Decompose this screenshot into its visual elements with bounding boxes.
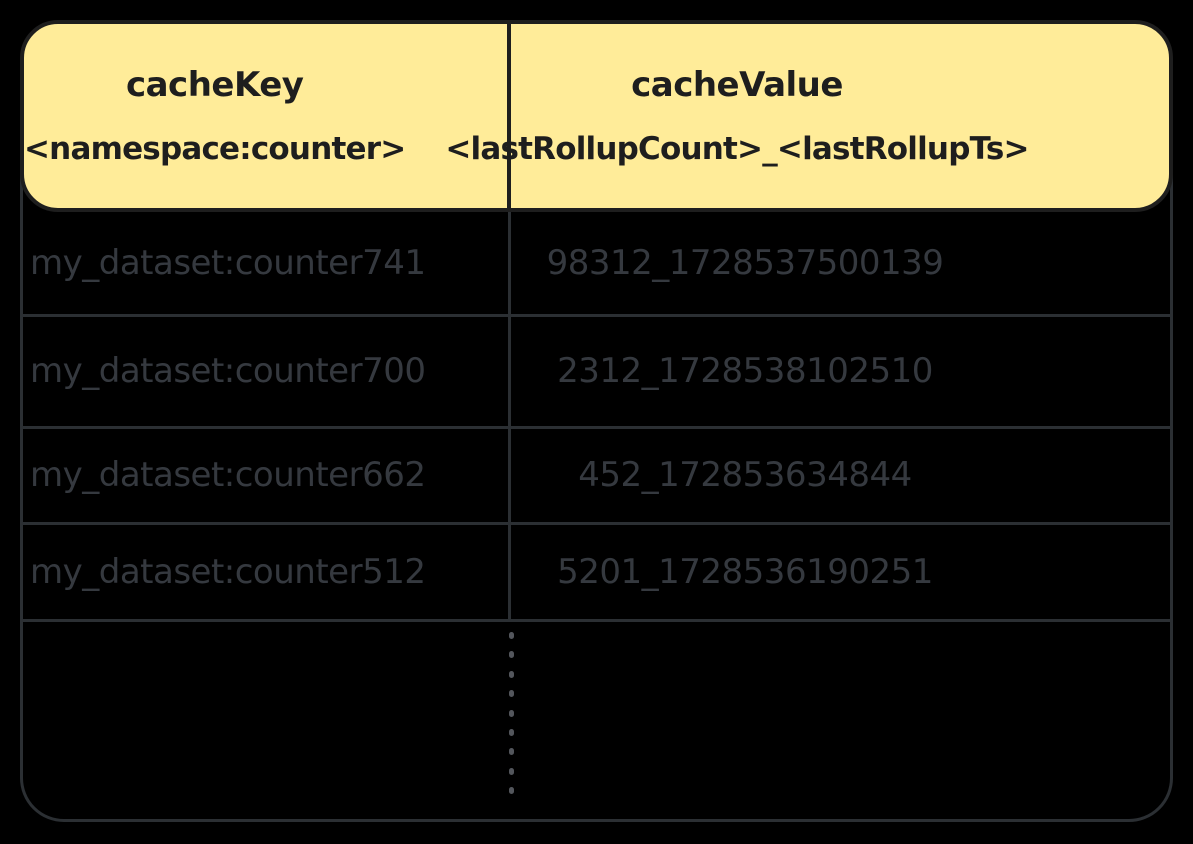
ellipsis-dot bbox=[508, 787, 514, 794]
row-value-cell: 5201_1728536190251 bbox=[557, 551, 933, 592]
row-value-cell: 98312_1728537500139 bbox=[546, 242, 944, 283]
ellipsis-dot bbox=[508, 709, 514, 717]
table-row: my_dataset:counter662 452_172853634844 bbox=[23, 429, 1170, 525]
header-cell-cachekey: cacheKey <namespace:counter> bbox=[24, 24, 445, 208]
table-row: my_dataset:counter512 5201_1728536190251 bbox=[23, 525, 1170, 622]
row-key-cell: my_dataset:counter512 bbox=[30, 551, 426, 592]
header-cell-cachevalue: cacheValue <lastRollupCount>_<lastRollup… bbox=[445, 24, 1193, 208]
ellipsis-dot bbox=[508, 690, 514, 698]
body-column-divider bbox=[508, 212, 511, 622]
row-value-cell: 452_172853634844 bbox=[578, 455, 912, 496]
cache-table-body: my_dataset:counter741 98312_172853750013… bbox=[23, 212, 1170, 622]
row-key-cell: my_dataset:counter662 bbox=[30, 455, 426, 496]
ellipsis-dot bbox=[508, 651, 514, 659]
ellipsis-dot bbox=[508, 728, 514, 736]
column-title-cachevalue: cacheValue bbox=[631, 65, 843, 105]
table-row: my_dataset:counter741 98312_172853750013… bbox=[23, 212, 1170, 317]
header-column-divider bbox=[507, 22, 511, 210]
row-value-cell: 2312_1728538102510 bbox=[557, 351, 933, 392]
column-title-cachekey: cacheKey bbox=[125, 65, 304, 105]
row-key-cell: my_dataset:counter741 bbox=[30, 242, 426, 283]
ellipsis-dot bbox=[508, 670, 514, 678]
row-key-cell: my_dataset:counter700 bbox=[30, 351, 426, 392]
ellipsis-dot bbox=[508, 767, 514, 775]
column-subtitle-cachevalue: <lastRollupCount>_<lastRollupTs> bbox=[445, 131, 1029, 167]
cache-table-header: cacheKey <namespace:counter> cacheValue … bbox=[20, 20, 1173, 212]
table-row: my_dataset:counter700 2312_1728538102510 bbox=[23, 317, 1170, 429]
vertical-ellipsis bbox=[508, 632, 514, 794]
ellipsis-dot bbox=[508, 748, 514, 756]
column-subtitle-cachekey: <namespace:counter> bbox=[24, 131, 406, 167]
ellipsis-dot bbox=[508, 632, 514, 639]
